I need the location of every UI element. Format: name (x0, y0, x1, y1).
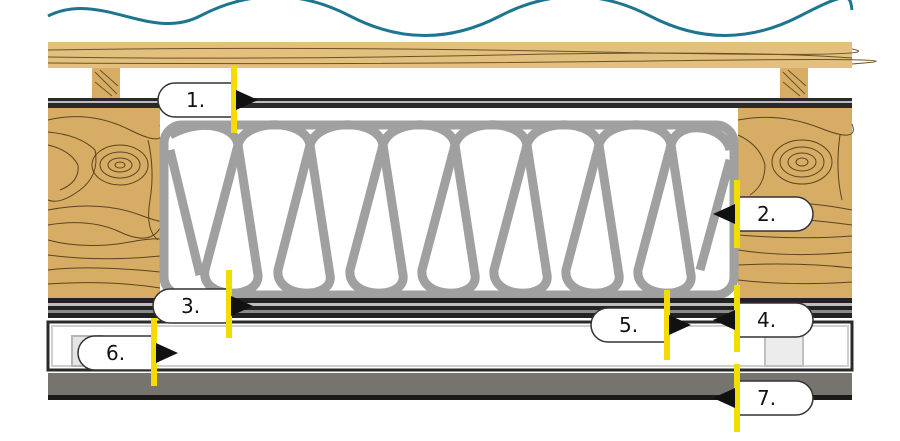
callout-marker-line (734, 180, 740, 248)
insulation-batt (159, 108, 739, 300)
plasterboard (48, 373, 852, 400)
callout-pointer-icon (669, 315, 691, 335)
callout-bubble (590, 307, 666, 343)
callout-pointer-icon (713, 388, 735, 408)
callout-label: 6. (106, 341, 125, 365)
callout-marker-line (664, 290, 670, 360)
callout-bubble (738, 302, 814, 338)
batten-left (92, 68, 120, 98)
callout-label: 7. (757, 386, 776, 410)
callout-bubble (152, 288, 228, 324)
top-timber-board (47, 42, 877, 68)
rafter-left (47, 108, 168, 298)
callout-label: 1. (186, 88, 205, 112)
batten-right (780, 68, 808, 98)
callout-label: 3. (181, 294, 200, 318)
service-void (46, 320, 854, 372)
callout-bubble (77, 335, 153, 371)
callout-pointer-icon (231, 296, 253, 316)
callout-5: 5. (590, 290, 691, 360)
upper-membrane (48, 98, 852, 108)
callout-1: 1. (157, 66, 258, 133)
callout-label: 5. (619, 313, 638, 337)
callouts: 1. 2. 3. 4. 5. 6. 7. (77, 66, 814, 432)
callout-label: 2. (757, 202, 776, 226)
roof-sheet-wave (47, 0, 854, 37)
callout-pointer-icon (236, 90, 258, 110)
callout-bubble (157, 82, 233, 118)
callout-7: 7. (713, 364, 814, 432)
callout-4: 4. (713, 285, 814, 352)
callout-pointer-icon (713, 310, 735, 330)
callout-6: 6. (77, 318, 178, 386)
callout-marker-line (226, 270, 232, 338)
callout-marker-line (734, 364, 740, 432)
callout-marker-line (231, 66, 237, 133)
callout-2: 2. (713, 180, 814, 248)
callout-bubble (738, 380, 814, 416)
callout-label: 4. (757, 308, 776, 332)
callout-marker-line (734, 285, 740, 352)
callout-pointer-icon (156, 343, 178, 363)
callout-marker-line (151, 318, 157, 386)
callout-bubble (738, 196, 814, 232)
callout-pointer-icon (713, 204, 735, 224)
callout-3: 3. (152, 270, 253, 338)
